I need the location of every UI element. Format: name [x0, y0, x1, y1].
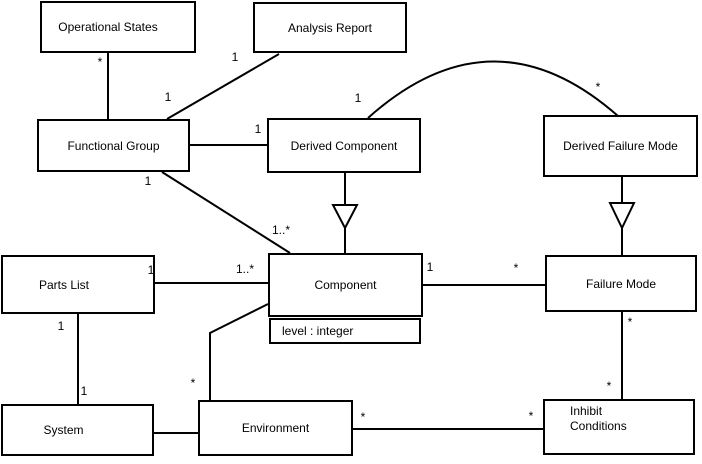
edge-arc-derived-component-derived-failure-mode [367, 60, 619, 119]
class-parts-list[interactable]: Parts List [1, 255, 155, 314]
class-name: Functional Group [67, 138, 160, 153]
edge-environment-component [209, 303, 269, 400]
multiplicity-label: 1 [164, 90, 172, 104]
class-name: Derived Component [290, 138, 398, 153]
class-name: Operational States [58, 20, 158, 34]
class-inhibit-conditions[interactable]: Inhibit Conditions [543, 399, 695, 455]
multiplicity-label: * [97, 55, 103, 69]
class-name: Parts List [38, 277, 89, 292]
edge-functional-group-component [161, 171, 291, 254]
generalization-triangle-icon [608, 202, 636, 231]
multiplicity-label: * [360, 410, 366, 424]
multiplicity-label: 1 [231, 50, 239, 64]
multiplicity-label: 1 [254, 122, 262, 136]
multiplicity-label: * [606, 379, 612, 393]
multiplicity-label: 1 [426, 260, 434, 274]
generalization-triangle-icon [331, 204, 359, 231]
class-name: System [43, 423, 84, 437]
multiplicity-label: * [528, 409, 534, 423]
class-name-line1: Inhibit [570, 404, 603, 418]
multiplicity-label: * [513, 261, 519, 275]
class-operational-states[interactable]: Operational States [40, 1, 196, 53]
attribute-text: level : integer [282, 324, 354, 338]
class-name: Environment [241, 421, 310, 435]
multiplicity-label: 1 [354, 91, 362, 105]
multiplicity-label: * [595, 80, 601, 94]
class-component[interactable]: Component [268, 253, 423, 317]
multiplicity-label: 1..* [271, 223, 291, 237]
class-name: Derived Failure Mode [563, 139, 678, 153]
class-analysis-report[interactable]: Analysis Report [253, 2, 407, 53]
class-derived-component[interactable]: Derived Component [267, 118, 421, 173]
class-name: Component [314, 278, 377, 292]
edge-analysis-report-functional-group [166, 53, 280, 120]
class-name: Analysis Report [287, 20, 373, 35]
class-name: Failure Mode [585, 276, 657, 291]
class-system[interactable]: System [1, 404, 154, 456]
multiplicity-label: 1 [80, 384, 88, 398]
class-functional-group[interactable]: Functional Group [37, 119, 190, 172]
multiplicity-label: 1 [57, 319, 65, 333]
multiplicity-label: 1 [147, 263, 155, 277]
class-environment[interactable]: Environment [198, 400, 353, 456]
multiplicity-label: * [190, 376, 196, 390]
class-failure-mode[interactable]: Failure Mode [545, 255, 697, 312]
multiplicity-label: * [627, 315, 633, 329]
class-name-line2: Conditions [570, 419, 627, 433]
class-component-attributes[interactable]: level : integer [269, 318, 421, 344]
multiplicity-label: 1 [144, 174, 152, 188]
multiplicity-label: 1..* [235, 262, 255, 276]
class-derived-failure-mode[interactable]: Derived Failure Mode [543, 115, 698, 177]
